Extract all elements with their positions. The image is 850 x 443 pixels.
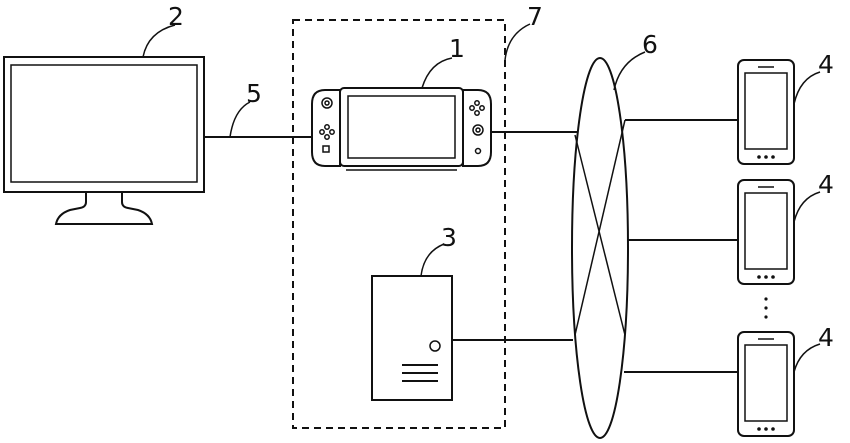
smartphone-icon — [737, 179, 795, 285]
leader-line-5 — [229, 101, 251, 138]
leader-line-4a — [793, 71, 821, 105]
smartphone-icon — [737, 59, 795, 165]
smartphone-icon — [737, 331, 795, 437]
ref-terminal-a: 4 — [818, 50, 834, 79]
ref-enclosure: 7 — [527, 2, 543, 31]
leader-line-7 — [504, 23, 531, 61]
ref-terminal-b: 4 — [818, 170, 834, 199]
ref-monitor: 2 — [168, 2, 184, 31]
ref-server: 3 — [441, 223, 457, 252]
enclosure-box — [292, 19, 506, 429]
leader-line-2 — [142, 24, 176, 58]
ref-cable: 5 — [246, 79, 262, 108]
server-tower-icon — [371, 275, 453, 401]
ref-console: 1 — [449, 34, 465, 63]
ellipsis-dots — [764, 297, 768, 319]
leader-line-4c — [793, 343, 821, 373]
network-ellipse — [571, 57, 629, 439]
leader-line-3 — [420, 243, 445, 277]
monitor-icon — [3, 56, 205, 225]
game-console-icon — [311, 87, 492, 171]
leader-line-6 — [613, 51, 646, 91]
ref-terminal-c: 4 — [818, 323, 834, 352]
leader-line-4b — [793, 191, 821, 223]
leader-line-1 — [421, 57, 453, 89]
ref-network: 6 — [642, 30, 658, 59]
